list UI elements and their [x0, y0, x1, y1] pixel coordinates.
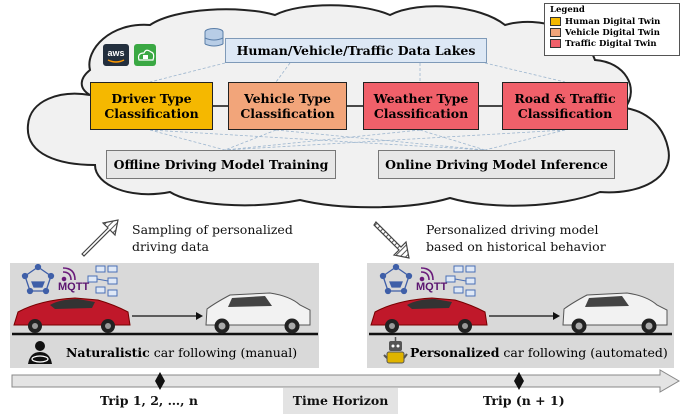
following-arrow-right — [489, 312, 560, 320]
upload-arrow — [81, 219, 119, 257]
upload-note-line2: driving data — [132, 239, 209, 254]
svg-text:aws: aws — [107, 48, 124, 58]
mqtt-signal-icon-right — [419, 267, 434, 282]
white-car-right — [562, 292, 668, 334]
mqtt-label-right: MQTT — [416, 281, 448, 293]
download-note: Personalized driving model based on hist… — [426, 221, 606, 255]
data-flow-icon-right — [445, 265, 476, 297]
weather-type-line1: Weather Type — [373, 91, 469, 106]
mqtt-label-left: MQTT — [58, 281, 90, 293]
online-inference-box: Online Driving Model Inference — [378, 150, 615, 179]
offline-training-box: Offline Driving Model Training — [106, 150, 336, 179]
driver-type-line2: Classification — [104, 106, 199, 121]
legend-label-vehicle: Vehicle Digital Twin — [565, 27, 660, 38]
legend-item-traffic: Traffic Digital Twin — [550, 38, 679, 49]
time-horizon-box — [283, 388, 398, 414]
red-car-right — [370, 297, 488, 333]
road-traffic-line1: Road & Traffic — [514, 91, 616, 106]
legend-label-traffic: Traffic Digital Twin — [565, 38, 657, 49]
following-arrow-left — [132, 312, 203, 320]
data-lakes-box: Human/Vehicle/Traffic Data Lakes — [225, 38, 487, 63]
robot-icon — [383, 337, 408, 364]
vehicle-type-line1: Vehicle Type — [244, 91, 331, 106]
dashed-connections — [149, 62, 566, 151]
download-arrow — [373, 221, 410, 259]
right-caption-bold: Personalized — [410, 345, 500, 360]
database-icon — [204, 28, 224, 47]
weather-type-line2: Classification — [373, 106, 469, 121]
legend-swatch-vehicle — [550, 28, 561, 37]
trip-marker-right — [514, 372, 524, 390]
legend-label-human: Human Digital Twin — [565, 16, 661, 27]
left-caption-rest: car following (manual) — [149, 345, 298, 360]
time-arrow — [11, 369, 680, 393]
download-note-line1: Personalized driving model — [426, 222, 599, 237]
data-flow-icon-left — [87, 265, 118, 297]
trip-label-left: Trip 1, 2, …, n — [100, 393, 198, 408]
white-car-left — [205, 292, 311, 334]
network-icon-right — [379, 263, 413, 295]
driver-icon — [28, 341, 52, 364]
download-note-line2: based on historical behavior — [426, 239, 606, 254]
driver-type-line1: Driver Type — [111, 91, 192, 106]
legend-item-vehicle: Vehicle Digital Twin — [550, 27, 679, 38]
upload-note: Sampling of personalized driving data — [132, 221, 293, 255]
aws-logo: aws — [103, 44, 129, 66]
left-caption-bold: Naturalistic — [66, 345, 150, 360]
mqtt-signal-icon-left — [61, 267, 76, 282]
legend-title: Legend — [550, 5, 585, 15]
cloud-lock-icon — [134, 44, 156, 66]
left-caption: Naturalistic car following (manual) — [66, 345, 297, 360]
red-car-left — [13, 297, 131, 333]
legend-item-human: Human Digital Twin — [550, 16, 679, 27]
legend-swatch-human — [550, 17, 561, 26]
legend: Legend Human Digital Twin Vehicle Digita… — [544, 3, 680, 56]
trip-label-right: Trip (n + 1) — [483, 393, 565, 408]
vehicle-type-line2: Classification — [240, 106, 335, 121]
right-caption-rest: car following (automated) — [499, 345, 668, 360]
right-caption: Personalized car following (automated) — [410, 345, 668, 360]
upload-note-line1: Sampling of personalized — [132, 222, 293, 237]
network-icon-left — [21, 263, 55, 295]
legend-swatch-traffic — [550, 39, 561, 48]
road-traffic-line2: Classification — [517, 106, 613, 121]
time-horizon-label: Time Horizon — [292, 393, 389, 408]
trip-marker-left — [155, 372, 165, 390]
